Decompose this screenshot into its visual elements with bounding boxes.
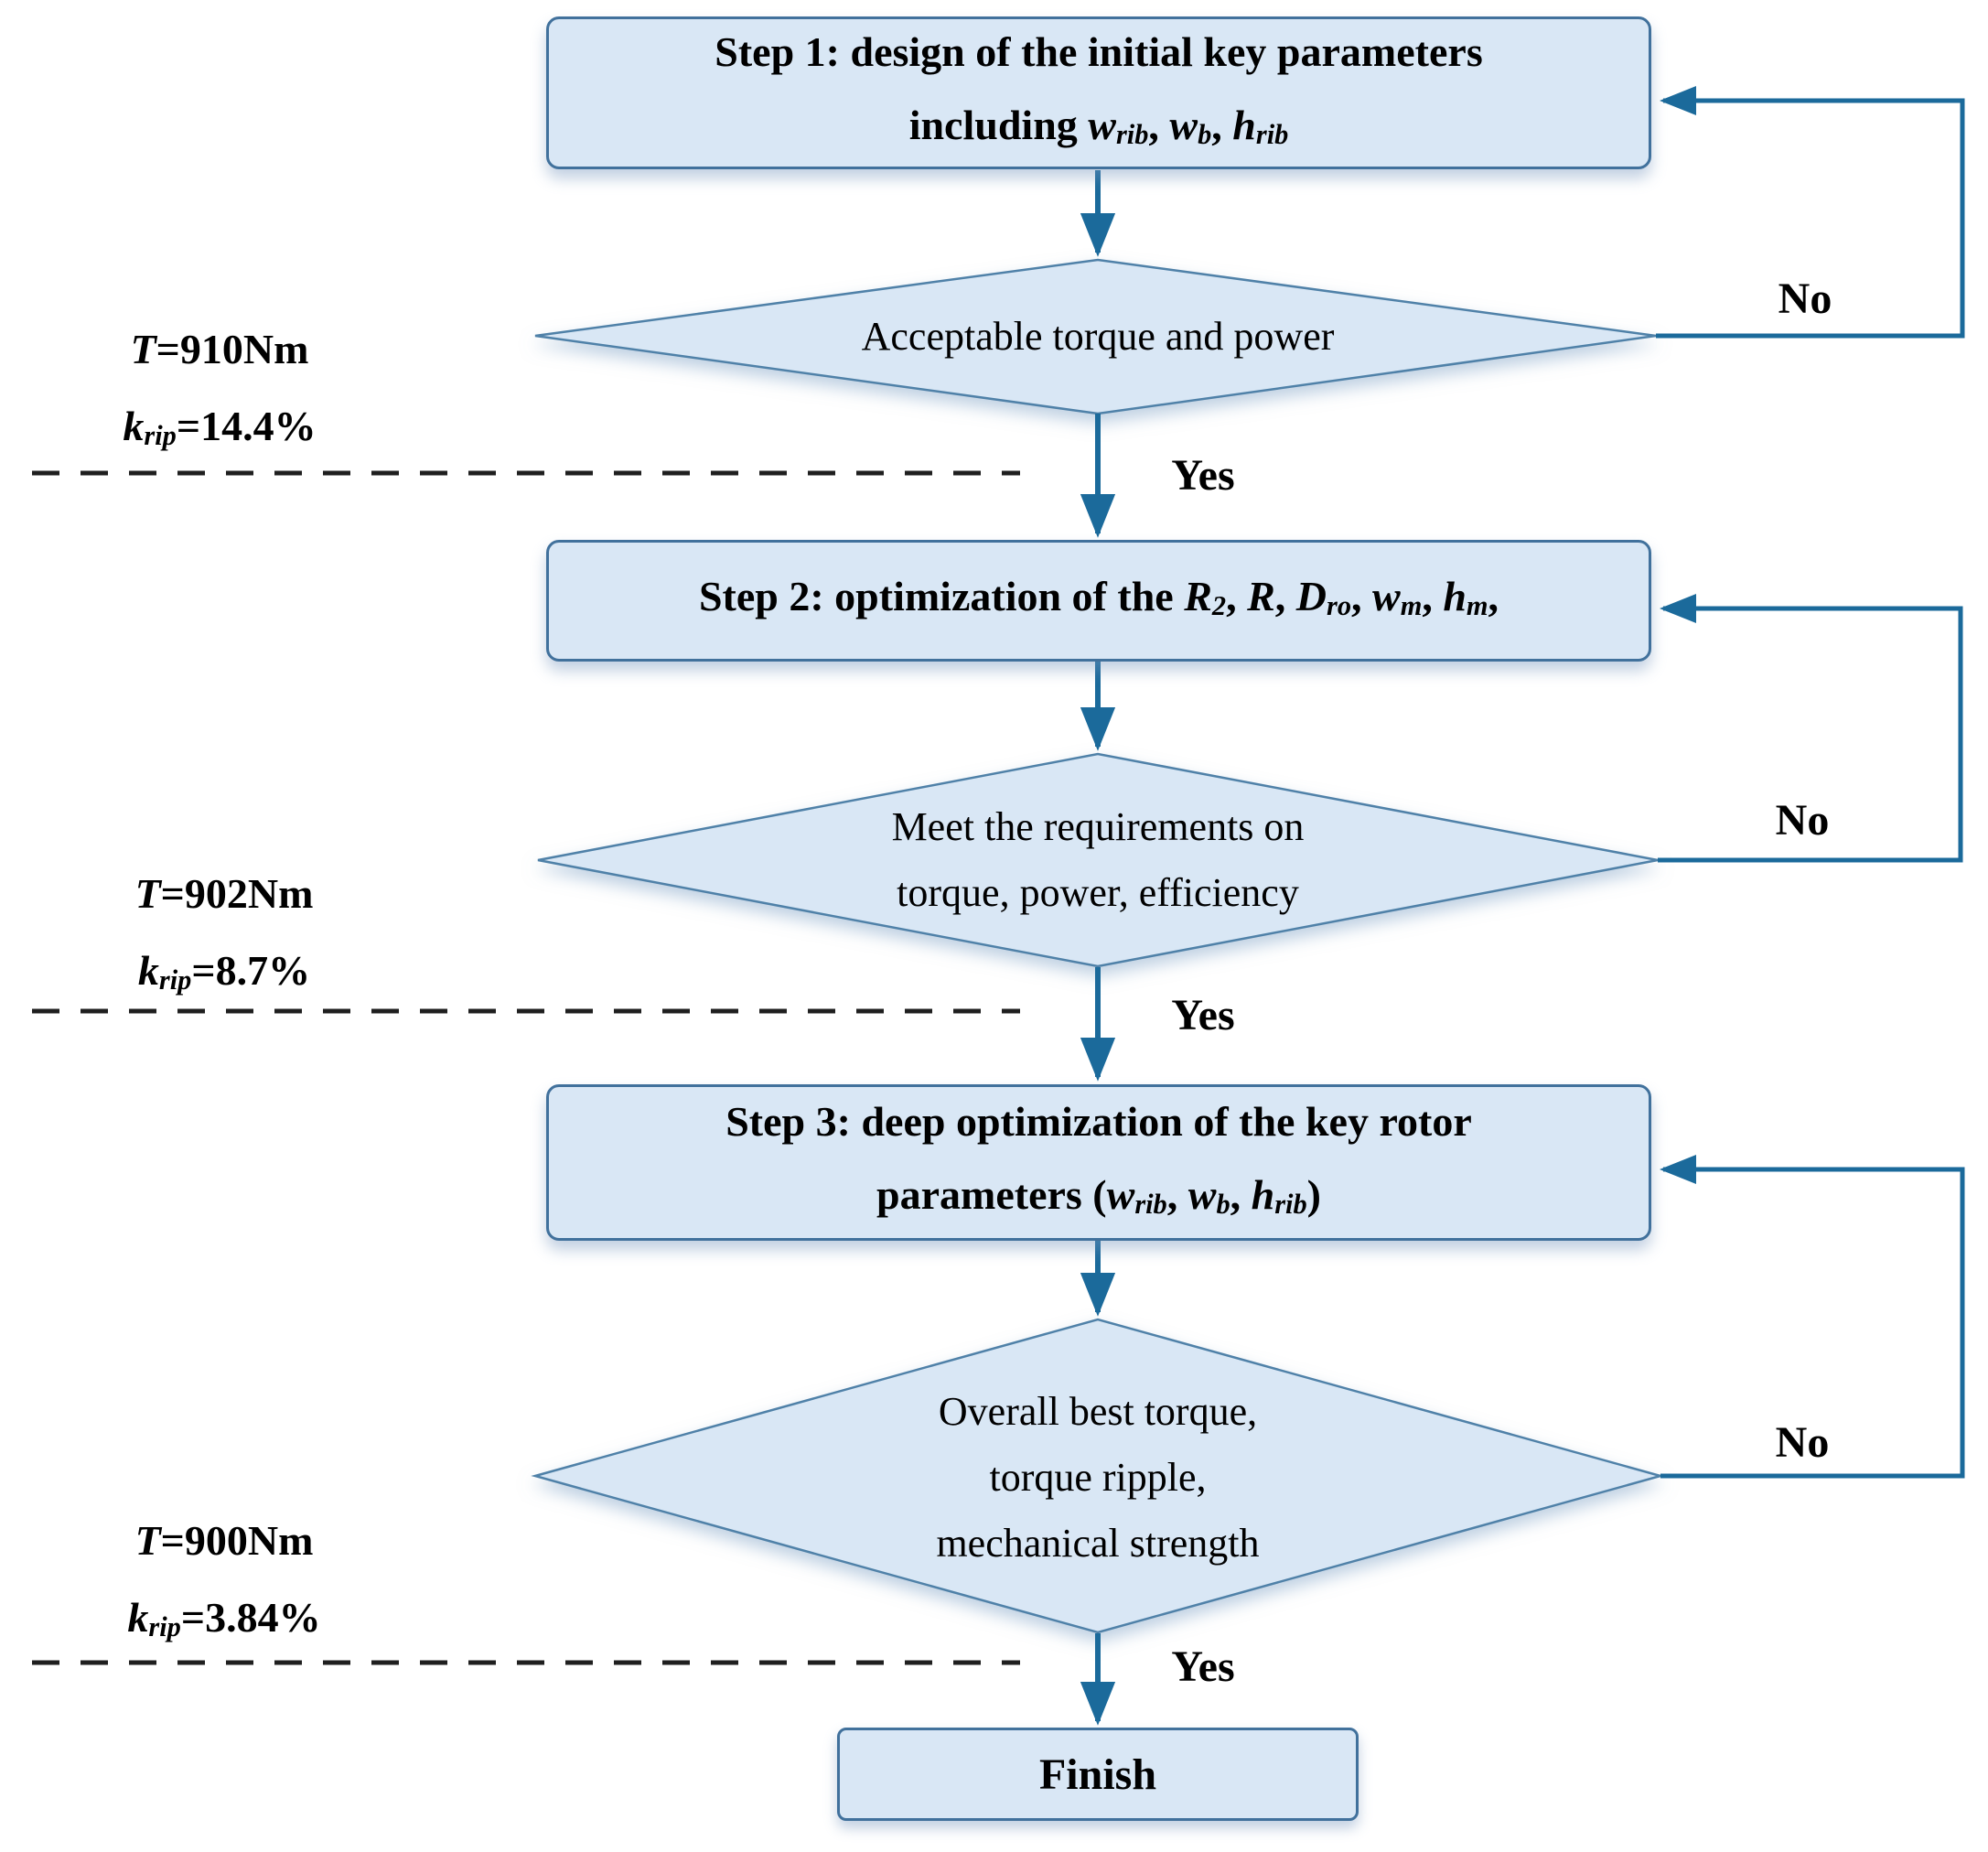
- finish-label: Finish: [1038, 1750, 1157, 1799]
- annotation-3-ripple: krip=3.84%: [127, 1594, 321, 1643]
- step2-box: Step 2: optimization of the R2, R, Dro, …: [546, 540, 1651, 662]
- step3-title: Step 3: deep optimization of the key rot…: [725, 1097, 1472, 1220]
- decision2-line: Meet the requirements on: [891, 804, 1305, 849]
- annotation-2-ripple: krip=8.7%: [137, 947, 311, 996]
- decision2-line: torque, power, efficiency: [897, 870, 1299, 915]
- annotation-1-torque: T=910Nm: [130, 326, 309, 372]
- finish-box: Finish: [837, 1728, 1359, 1821]
- decision1-text: Acceptable torque and power: [640, 304, 1555, 370]
- yes-label-3: Yes: [1171, 1642, 1235, 1691]
- step1-box: Step 1: design of the initial key parame…: [546, 16, 1651, 169]
- decision3-line: mechanical strength: [936, 1521, 1260, 1566]
- no-label-3: No: [1775, 1418, 1830, 1467]
- no-loop-3: [1660, 1155, 1965, 1479]
- step1-title: Step 1: design of the initial key parame…: [715, 27, 1483, 150]
- annotation-2-torque: T=902Nm: [134, 870, 314, 917]
- decision3-line: torque ripple,: [989, 1455, 1207, 1500]
- decision3-text: Overall best torque, torque ripple, mech…: [640, 1379, 1555, 1577]
- no-label-1: No: [1778, 275, 1832, 323]
- no-label-2: No: [1775, 796, 1830, 845]
- no-loop-2: [1658, 594, 1963, 863]
- yes-label-1: Yes: [1171, 451, 1235, 500]
- step2-title: Step 2: optimization of the R2, R, Dro, …: [698, 572, 1499, 621]
- annotation-3-torque: T=900Nm: [134, 1517, 314, 1564]
- yes-label-2: Yes: [1171, 991, 1235, 1039]
- decision3-line: Overall best torque,: [938, 1389, 1258, 1434]
- annotation-3: T=900Nm krip=3.84%: [32, 1502, 416, 1665]
- annotation-1: T=910Nm krip=14.4%: [27, 311, 412, 474]
- annotation-1-ripple: krip=14.4%: [123, 403, 317, 452]
- no-loop-1: [1656, 86, 1965, 339]
- annotation-2: T=902Nm krip=8.7%: [32, 856, 416, 1018]
- step3-box: Step 3: deep optimization of the key rot…: [546, 1084, 1651, 1241]
- decision2-text: Meet the requirements on torque, power, …: [640, 794, 1555, 926]
- decision1-line: Acceptable torque and power: [861, 314, 1335, 359]
